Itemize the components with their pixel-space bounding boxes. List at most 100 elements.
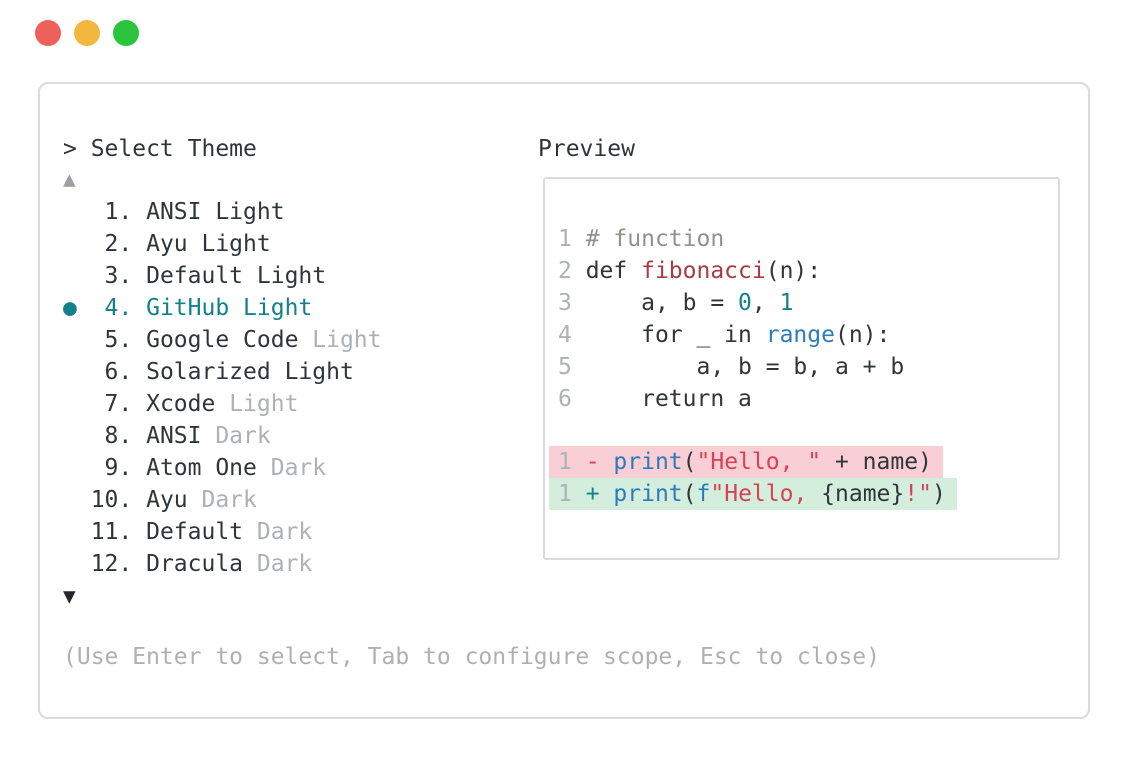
code-token-dmark-removed: - xyxy=(585,449,614,475)
theme-item-github-light[interactable]: ● 4. GitHub Light xyxy=(63,292,533,324)
code-token-builtin: print xyxy=(613,449,683,475)
theme-name: Google Code xyxy=(146,327,299,353)
theme-variant: Dark xyxy=(256,455,327,481)
theme-variant: Dark xyxy=(201,423,271,449)
code-line: 5 a, b = b, a + b xyxy=(545,351,1058,383)
code-token-text: return a xyxy=(585,386,752,412)
diff-added-highlight: 1 + print(f"Hello, {name}!") xyxy=(549,478,957,510)
theme-item-ayu-light[interactable]: 2. Ayu Light xyxy=(63,228,533,260)
theme-name: Default Light xyxy=(146,263,327,289)
theme-variant: Light xyxy=(298,327,382,353)
theme-picker-dialog: > Select Theme ▲ 1. ANSI Light 2. Ayu Li… xyxy=(38,82,1090,719)
theme-name: Default xyxy=(146,519,244,545)
theme-number: 6. xyxy=(90,359,147,385)
scroll-up-indicator-icon[interactable]: ▲ xyxy=(63,167,76,191)
theme-number: 9. xyxy=(90,455,147,481)
code-token-text: + name) xyxy=(821,449,932,475)
code-token-text: for _ in xyxy=(585,322,766,348)
theme-item-ayu[interactable]: 10. Ayu Dark xyxy=(63,484,533,516)
code-line: 6 return a xyxy=(545,383,1058,415)
bullet-placeholder xyxy=(63,391,91,417)
theme-number: 12. xyxy=(90,551,147,577)
bullet-placeholder xyxy=(63,519,91,545)
line-number: 5 xyxy=(558,354,586,380)
theme-variant: Dark xyxy=(243,551,313,577)
theme-name: ANSI Light xyxy=(146,199,285,225)
code-token-func: fibonacci xyxy=(641,258,766,284)
theme-item-ansi-light[interactable]: 1. ANSI Light xyxy=(63,196,533,228)
theme-name: Ayu xyxy=(146,487,188,513)
picker-prompt: > Select Theme xyxy=(63,136,257,162)
bullet-placeholder xyxy=(63,551,91,577)
theme-number: 5. xyxy=(90,327,147,353)
theme-item-default[interactable]: 11. Default Dark xyxy=(63,516,533,548)
theme-variant: Dark xyxy=(243,519,313,545)
theme-number: 1. xyxy=(90,199,147,225)
theme-number: 10. xyxy=(90,487,147,513)
theme-name: Atom One xyxy=(146,455,257,481)
theme-name: Dracula xyxy=(146,551,244,577)
code-token-comment: # function xyxy=(585,226,725,252)
code-line: 3 a, b = 0, 1 xyxy=(545,287,1058,319)
diff-added-line: 1 + print(f"Hello, {name}!") xyxy=(545,478,1058,510)
zoom-button[interactable] xyxy=(113,20,139,46)
theme-name: ANSI xyxy=(146,423,202,449)
bullet-placeholder xyxy=(63,263,91,289)
theme-variant: Dark xyxy=(187,487,257,513)
code-token-text: , xyxy=(751,290,780,316)
theme-number: 7. xyxy=(90,391,147,417)
theme-item-ansi[interactable]: 8. ANSI Dark xyxy=(63,420,533,452)
code-token-dmark-added: + xyxy=(585,481,614,507)
bullet-placeholder xyxy=(63,423,91,449)
bullet-placeholder xyxy=(63,487,91,513)
selected-bullet-icon: ● xyxy=(63,295,91,321)
minimize-button[interactable] xyxy=(74,20,100,46)
code-token-string: "Hello, xyxy=(710,481,822,507)
theme-number: 3. xyxy=(90,263,147,289)
code-token-builtin: range xyxy=(765,322,835,348)
code-token-text: (n): xyxy=(834,322,891,348)
theme-name: Xcode xyxy=(146,391,216,417)
line-number: 2 xyxy=(558,258,586,284)
close-button[interactable] xyxy=(35,20,61,46)
theme-name: Ayu Light xyxy=(146,231,271,257)
code-token-text: (n): xyxy=(765,258,822,284)
theme-item-dracula[interactable]: 12. Dracula Dark xyxy=(63,548,533,580)
theme-item-atom-one[interactable]: 9. Atom One Dark xyxy=(63,452,533,484)
code-token-number: 0 xyxy=(738,290,752,316)
theme-number: 2. xyxy=(90,231,147,257)
code-line: 2 def fibonacci(n): xyxy=(545,255,1058,287)
code-token-text: a, b = xyxy=(585,290,739,316)
line-number: 1 xyxy=(558,226,586,252)
theme-name: GitHub Light xyxy=(146,295,313,321)
code-blank-line xyxy=(545,415,1058,446)
scroll-down-indicator-icon[interactable]: ▼ xyxy=(63,584,76,608)
code-token-builtin: print xyxy=(613,481,683,507)
theme-number: 11. xyxy=(90,519,147,545)
code-token-text: def xyxy=(585,258,642,284)
code-token-text: ( xyxy=(682,449,697,475)
bullet-placeholder xyxy=(63,199,91,225)
diff-removed-highlight: 1 - print("Hello, " + name) xyxy=(549,446,943,478)
theme-variant: Light xyxy=(215,391,299,417)
help-text: (Use Enter to select, Tab to configure s… xyxy=(63,644,880,670)
code-token-builtin: f xyxy=(696,481,711,507)
code-token-number: 1 xyxy=(779,290,794,316)
line-number: 1 xyxy=(558,481,586,507)
theme-item-xcode[interactable]: 7. Xcode Light xyxy=(63,388,533,420)
theme-number: 8. xyxy=(90,423,147,449)
theme-name: Solarized Light xyxy=(146,359,354,385)
code-token-text: ) xyxy=(931,481,946,507)
theme-item-solarized-light[interactable]: 6. Solarized Light xyxy=(63,356,533,388)
code-line: 1 # function xyxy=(545,223,1058,255)
line-number: 4 xyxy=(558,322,586,348)
code-token-text: {name} xyxy=(821,481,905,507)
code-token-string: "Hello, " xyxy=(696,449,822,475)
code-token-text: a, b = b, a + b xyxy=(585,354,905,380)
theme-item-default-light[interactable]: 3. Default Light xyxy=(63,260,533,292)
theme-item-google-code[interactable]: 5. Google Code Light xyxy=(63,324,533,356)
bullet-placeholder xyxy=(63,327,91,353)
line-number: 3 xyxy=(558,290,586,316)
code-token-text: ( xyxy=(682,481,697,507)
